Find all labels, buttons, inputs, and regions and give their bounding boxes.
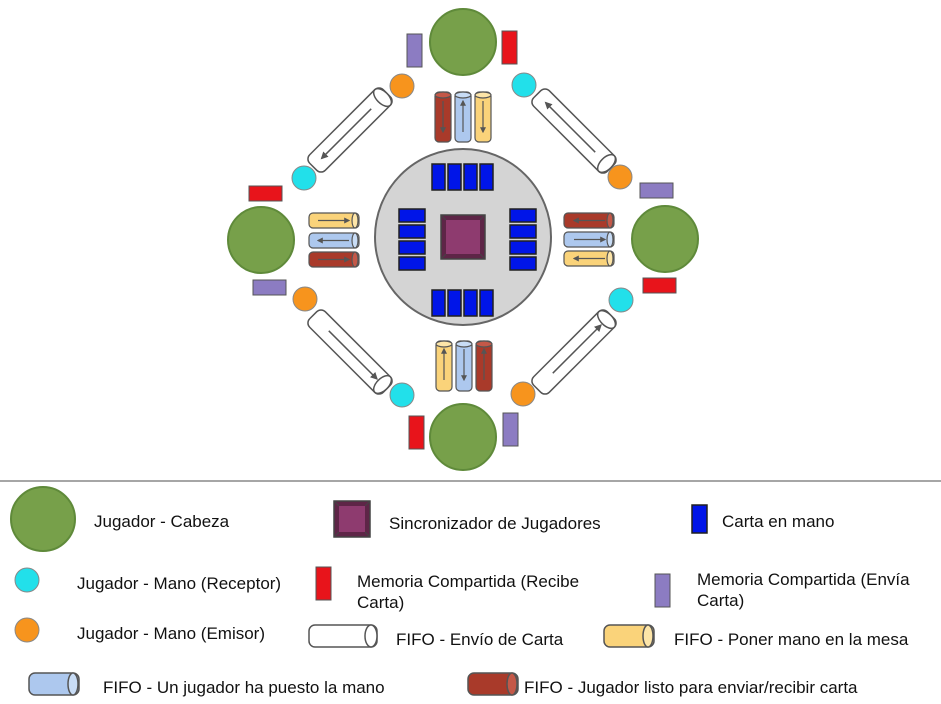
- legend-card-swatch: [691, 504, 708, 534]
- legend-fifo-placed-swatch: [28, 672, 80, 696]
- fifo-group-left: [308, 212, 360, 268]
- legend-fifo-send-label: FIFO - Envío de Carta: [396, 630, 564, 649]
- legend-card-label: Carta en mano: [722, 512, 835, 531]
- synchronizer-block: [440, 214, 486, 260]
- memory-receive-top: [501, 30, 518, 65]
- fifo-group-bottom: [435, 340, 493, 392]
- hand-receiver-top: [511, 72, 537, 98]
- legend-fifo-ready-swatch: [467, 672, 519, 696]
- legend-emitter-label: Jugador - Mano (Emisor): [77, 624, 266, 643]
- memory-receive-bottom: [408, 415, 425, 450]
- fifo-group-top: [434, 91, 492, 143]
- legend-receiver-label: Jugador - Mano (Receptor): [77, 574, 282, 593]
- cards-right: [509, 208, 537, 271]
- legend-head-swatch: [10, 486, 76, 552]
- legend-mem-receive-line-1: Memoria Compartida (Recibe: [357, 572, 580, 591]
- legend-sync-swatch: [333, 500, 371, 538]
- legend-receiver-swatch: [14, 567, 40, 593]
- fifo-send-top-left: [307, 87, 393, 173]
- legend-mem-receive-swatch: [315, 566, 332, 601]
- hand-receiver-left: [291, 165, 317, 191]
- legend-mem-receive-line-2: Carta): [357, 593, 405, 612]
- legend-mem-send-swatch: [654, 573, 671, 608]
- fifo-send-bottom-left: [307, 309, 393, 395]
- cards-bottom: [431, 289, 494, 317]
- legend-mem-send-line-2: Carta): [697, 591, 745, 610]
- fifo-send-top-right: [531, 88, 617, 174]
- hand-emitter-bottom: [510, 381, 536, 407]
- legend-mem-send-label: Memoria Compartida (Envía Carta): [697, 569, 910, 611]
- memory-receive-right: [642, 277, 677, 294]
- player-head-left: [227, 206, 295, 274]
- cards-left: [398, 208, 426, 271]
- hand-emitter-top: [389, 73, 415, 99]
- memory-send-bottom: [502, 412, 519, 447]
- hand-emitter-right: [607, 164, 633, 190]
- player-head-bottom: [429, 403, 497, 471]
- memory-send-right: [639, 182, 674, 199]
- legend-head-label: Jugador - Cabeza: [94, 512, 230, 531]
- memory-send-left: [252, 279, 287, 296]
- legend-emitter-swatch: [14, 617, 40, 643]
- legend-mem-send-line-1: Memoria Compartida (Envía: [697, 570, 910, 589]
- legend-mem-receive-label: Memoria Compartida (Recibe Carta): [357, 571, 579, 613]
- player-head-top: [429, 8, 497, 76]
- player-head-right: [631, 205, 699, 273]
- fifo-group-right: [563, 212, 615, 267]
- legend-fifo-send-swatch: [308, 624, 378, 648]
- hand-receiver-bottom: [389, 382, 415, 408]
- legend-fifo-hand-swatch: [603, 624, 655, 648]
- cards-top: [431, 163, 494, 191]
- memory-receive-left: [248, 185, 283, 202]
- hand-receiver-right: [608, 287, 634, 313]
- memory-send-top: [406, 33, 423, 68]
- hand-emitter-left: [292, 286, 318, 312]
- legend-fifo-placed-label: FIFO - Un jugador ha puesto la mano: [103, 678, 385, 697]
- fifo-send-bottom-right: [531, 309, 617, 395]
- legend-sync-label: Sincronizador de Jugadores: [389, 514, 601, 533]
- legend-fifo-ready-label: FIFO - Jugador listo para enviar/recibir…: [524, 678, 858, 697]
- legend-fifo-hand-label: FIFO - Poner mano en la mesa: [674, 630, 909, 649]
